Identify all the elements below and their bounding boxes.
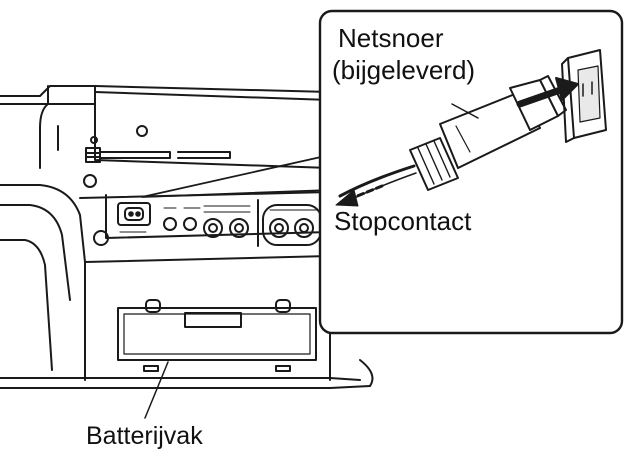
- battery-compartment-label: Batterijvak: [86, 422, 203, 450]
- power-cord-label-line1: Netsnoer: [338, 23, 444, 53]
- callout-leader-line: [141, 154, 331, 198]
- wall-outlet-label: Stopcontact: [334, 206, 472, 236]
- power-cord-label-line2: (bijgeleverd): [332, 55, 476, 85]
- insertion-arrow-icon: [516, 77, 579, 108]
- rear-connector-panel: [117, 199, 322, 247]
- battery-compartment: [117, 299, 317, 372]
- cord-label-pointer: [451, 103, 479, 119]
- battery-leader-line: [144, 361, 169, 419]
- cord-direction-arrow-icon: [335, 184, 384, 207]
- wall-socket-icon: [561, 49, 607, 143]
